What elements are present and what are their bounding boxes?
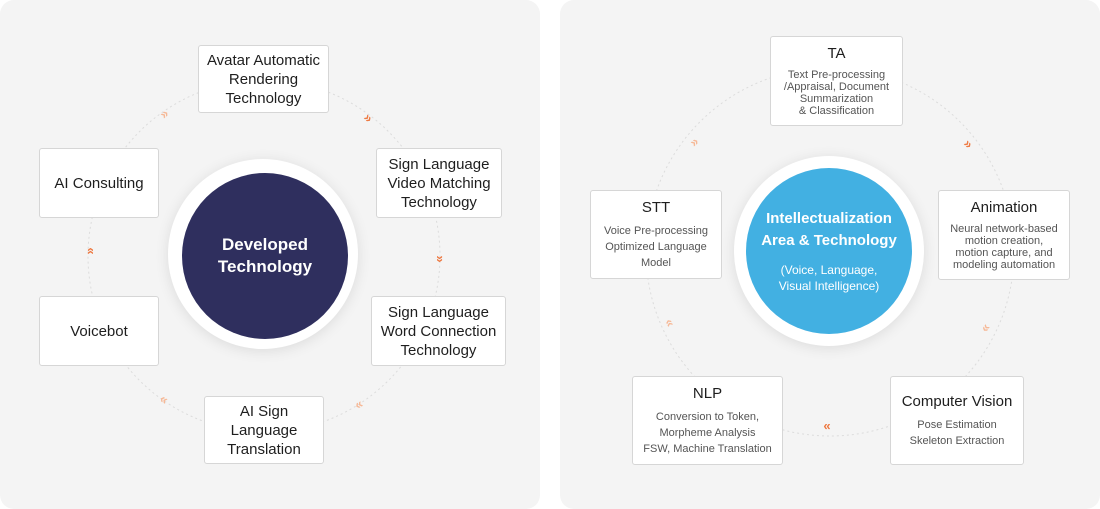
node-title: NLP <box>692 384 723 402</box>
node-description: Conversion to Token, Morpheme Analysis F… <box>643 410 772 455</box>
node-title: STT <box>641 198 671 216</box>
node-label: Voicebot <box>70 322 128 340</box>
node-description: Pose Estimation Skeleton Extraction <box>909 418 1005 447</box>
node-label: Sign Language Word Connection Technology <box>380 303 497 359</box>
node-title: TA <box>827 45 846 62</box>
double-chevron-icon: » <box>82 253 97 255</box>
node-stt: STT Voice Pre-processing Optimized Langu… <box>590 190 722 279</box>
node-video-matching: Sign Language Video Matching Technology <box>376 148 502 218</box>
node-label: AI Sign Language Translation <box>227 402 301 458</box>
hub-title: Developed Technology <box>217 235 313 276</box>
node-description: Text Pre-processing /Appraisal, Document… <box>783 69 890 117</box>
node-ai-consulting: AI Consulting <box>39 148 159 218</box>
node-description: Voice Pre-processing Optimized Language … <box>604 224 708 269</box>
developed-technology-hub: Developed Technology <box>182 173 348 339</box>
double-chevron-icon: » <box>829 420 831 435</box>
hub-subtitle: (Voice, Language, Visual Intelligence) <box>778 263 880 293</box>
node-avatar-rendering: Avatar Automatic Rendering Technology <box>198 45 329 113</box>
node-voicebot: Voicebot <box>39 296 159 366</box>
node-description: Neural network-based motion creation, mo… <box>950 223 1058 271</box>
node-title: Computer Vision <box>901 392 1013 410</box>
node-nlp: NLP Conversion to Token, Morpheme Analys… <box>632 376 783 465</box>
node-computer-vision: Computer Vision Pose Estimation Skeleton… <box>890 376 1024 465</box>
intellectualization-hub: Intellectualization Area & Technology (V… <box>746 168 912 334</box>
node-ta: TA Text Pre-processing /Appraisal, Docum… <box>770 36 903 126</box>
node-label: Avatar Automatic Rendering Technology <box>206 51 321 107</box>
hub-title: Intellectualization Area & Technology <box>761 210 897 249</box>
double-chevron-icon: » <box>433 255 448 257</box>
node-animation: Animation Neural network-based motion cr… <box>938 190 1070 280</box>
node-label: Sign Language Video Matching Technology <box>387 155 491 211</box>
developed-technology-panel: Developed Technology Avatar Automatic Re… <box>0 0 540 509</box>
intellectualization-panel: Intellectualization Area & Technology (V… <box>560 0 1100 509</box>
node-ai-sign-translation: AI Sign Language Translation <box>204 396 324 464</box>
node-word-connection: Sign Language Word Connection Technology <box>371 296 506 366</box>
node-title: Animation <box>970 199 1038 216</box>
node-label: AI Consulting <box>54 174 144 192</box>
